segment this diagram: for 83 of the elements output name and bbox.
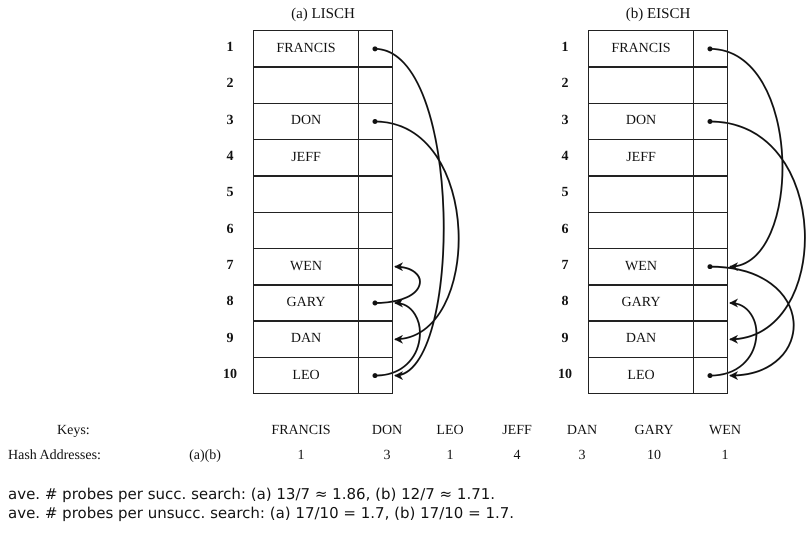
table-slot bbox=[588, 66, 728, 104]
row-number: 6 bbox=[226, 222, 234, 238]
key-text: DAN bbox=[566, 423, 598, 439]
row-number: 9 bbox=[562, 330, 568, 347]
key-text: GARY bbox=[286, 294, 326, 311]
row-number: 8 bbox=[562, 294, 568, 310]
table-slot bbox=[253, 175, 393, 213]
pointer-arrow bbox=[372, 119, 460, 342]
key-text: DAN bbox=[290, 331, 322, 348]
table-slot bbox=[588, 30, 728, 68]
key-text: GARY bbox=[622, 294, 660, 311]
table-title: (b) EISCH bbox=[626, 6, 690, 23]
key-text: LEO bbox=[436, 423, 464, 439]
key-text: JEFF bbox=[626, 150, 656, 166]
row-number: 4 bbox=[226, 149, 234, 166]
row-number: 5 bbox=[562, 185, 568, 202]
row-number: 7 bbox=[226, 258, 234, 274]
row-number: 1 bbox=[562, 40, 568, 56]
row-number: 1 bbox=[226, 40, 234, 56]
key-text: JEFF bbox=[291, 150, 321, 166]
key-text: DAN bbox=[626, 331, 656, 348]
pointer-arrow bbox=[372, 46, 444, 377]
table-slot bbox=[588, 212, 728, 250]
row-number: 4 bbox=[562, 149, 568, 166]
row-number: 2 bbox=[562, 76, 568, 92]
key-text: LEO bbox=[627, 368, 655, 384]
hash-address: 3 bbox=[384, 448, 390, 464]
pointer-arrow bbox=[372, 300, 421, 378]
pointer-arrow bbox=[708, 264, 794, 380]
table-slot bbox=[588, 356, 728, 394]
table-slot bbox=[588, 248, 728, 286]
table-slot bbox=[253, 320, 393, 358]
row-number: 3 bbox=[562, 112, 568, 129]
table-header: (a)(b) bbox=[189, 448, 221, 464]
table-slot bbox=[253, 356, 393, 394]
table-slot bbox=[588, 102, 728, 140]
pointer-arrow bbox=[708, 300, 758, 378]
table-slot bbox=[253, 138, 393, 177]
key-text: JEFF bbox=[502, 423, 532, 439]
table-slot bbox=[588, 138, 728, 177]
row-number: 10 bbox=[558, 366, 572, 383]
key-text: DON bbox=[626, 113, 656, 130]
key-text: WEN bbox=[709, 423, 741, 439]
row-number: 7 bbox=[562, 258, 568, 274]
pointer-arrow bbox=[708, 46, 784, 270]
key-text: FRANCIS bbox=[611, 40, 671, 57]
key-text: FRANCIS bbox=[271, 423, 331, 439]
key-text: WEN bbox=[625, 258, 657, 275]
table-header: Hash Addresses: bbox=[8, 448, 101, 464]
table-slot bbox=[253, 30, 393, 68]
hash-address: 1 bbox=[298, 448, 304, 464]
row-number: 10 bbox=[223, 366, 237, 383]
table-slot bbox=[588, 320, 728, 358]
pointer-arrow bbox=[372, 262, 421, 306]
hash-address: 3 bbox=[578, 448, 586, 464]
key-text: DON bbox=[290, 113, 322, 130]
key-text: GARY bbox=[634, 423, 674, 439]
row-number: 8 bbox=[226, 294, 234, 310]
hash-address: 4 bbox=[514, 448, 520, 464]
row-number: 3 bbox=[226, 112, 234, 129]
key-text: FRANCIS bbox=[276, 40, 336, 57]
row-number: 9 bbox=[226, 330, 234, 347]
pointer-arrow bbox=[708, 119, 806, 342]
key-text: LEO bbox=[292, 368, 320, 384]
key-text: DON bbox=[372, 423, 402, 439]
row-number: 2 bbox=[226, 76, 234, 92]
table-slot bbox=[253, 284, 393, 322]
row-number: 6 bbox=[562, 222, 568, 238]
table-slot bbox=[588, 175, 728, 213]
table-header: Keys: bbox=[57, 423, 90, 439]
table-slot bbox=[588, 284, 728, 322]
hash-address: 10 bbox=[647, 448, 661, 464]
hash-address: 1 bbox=[722, 448, 728, 464]
table-title: (a) LISCH bbox=[291, 6, 355, 23]
row-number: 5 bbox=[226, 185, 234, 202]
table-slot bbox=[253, 102, 393, 140]
note-text: ave. # probes per unsucc. search: (a) 17/10 = 1.7, (b) 17/10 = 1.7. bbox=[8, 504, 514, 522]
hash-address: 1 bbox=[446, 448, 454, 464]
table-slot bbox=[253, 212, 393, 250]
table-slot bbox=[253, 248, 393, 286]
note-text: ave. # probes per succ. search: (a) 13/7 ≈ 1.86, (b) 12/7 ≈ 1.71. bbox=[8, 485, 496, 503]
key-text: WEN bbox=[290, 258, 322, 275]
table-slot bbox=[253, 66, 393, 104]
